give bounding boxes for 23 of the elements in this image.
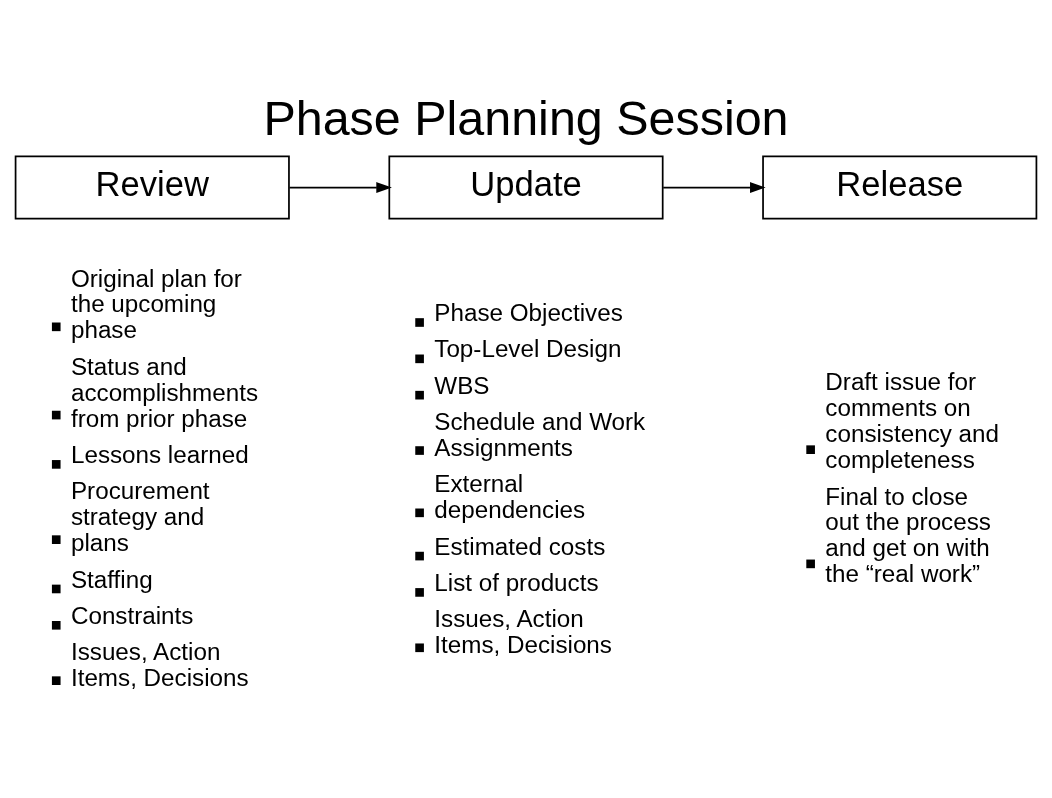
node-label: Issues, Action Items, Decisions <box>70 637 249 691</box>
arrow <box>288 181 392 193</box>
node-label: Procurement strategy and plans <box>70 476 210 556</box>
node-label: Issues, Action Items, Decisions <box>434 604 612 658</box>
node-label: Original plan for the upcoming phase <box>70 264 242 343</box>
node-label: List of products <box>434 568 599 596</box>
node-box: Review <box>14 155 290 220</box>
arrow <box>662 181 766 193</box>
node-label: Draft issue for comments on consistency and completeness <box>825 367 999 473</box>
node-label: Top-Level Design <box>434 334 622 362</box>
node-label: Final to close out the process and get on with the “real work” <box>825 482 991 587</box>
node-label: WBS <box>434 371 490 399</box>
diagram-title: Phase Planning Session <box>263 90 789 145</box>
node-label: Phase Objectives <box>434 298 623 326</box>
node-box: Release <box>762 155 1038 220</box>
node-label: Lessons learned <box>70 440 249 468</box>
node-label: Schedule and Work Assignments <box>434 407 646 461</box>
node-label: Status and accomplishments from prior phase <box>70 352 259 432</box>
node-box: Update <box>388 155 664 220</box>
node-label: External dependencies <box>434 469 586 523</box>
node-label: Constraints <box>70 601 194 629</box>
node-label: Staffing <box>70 565 153 593</box>
node-label: Estimated costs <box>434 532 606 560</box>
